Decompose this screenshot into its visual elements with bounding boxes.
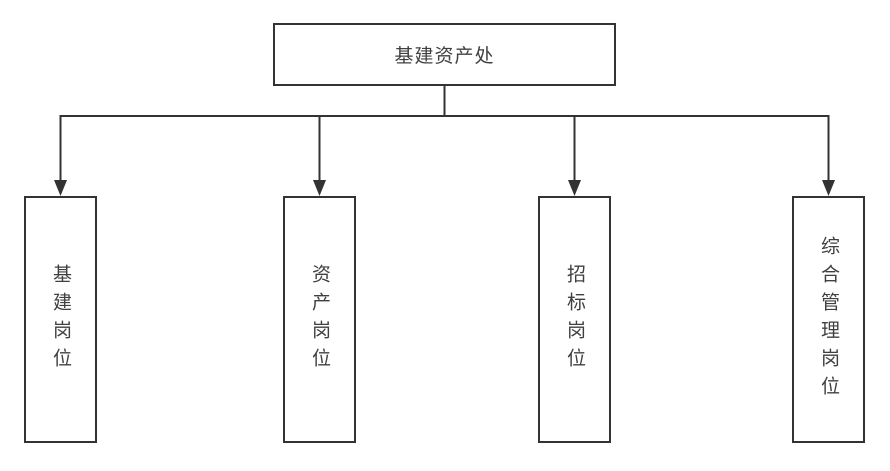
org-node-position-1-label: 基建岗位: [50, 263, 71, 376]
org-node-root-label: 基建资产处: [394, 46, 495, 67]
org-node-position-1: 基建岗位: [24, 196, 97, 443]
org-node-position-3-label: 招标岗位: [564, 263, 585, 376]
org-node-position-3: 招标岗位: [538, 196, 611, 443]
org-node-root: 基建资产处: [273, 23, 616, 86]
arrowhead-icon: [568, 180, 581, 196]
arrowhead-icon: [313, 180, 326, 196]
arrowhead-icon: [822, 180, 835, 196]
org-node-position-4: 综合管理岗位: [792, 196, 865, 443]
org-node-position-2: 资产岗位: [283, 196, 356, 443]
arrowhead-icon: [54, 180, 67, 196]
org-node-position-4-label: 综合管理岗位: [818, 235, 839, 404]
org-node-position-2-label: 资产岗位: [309, 263, 330, 376]
